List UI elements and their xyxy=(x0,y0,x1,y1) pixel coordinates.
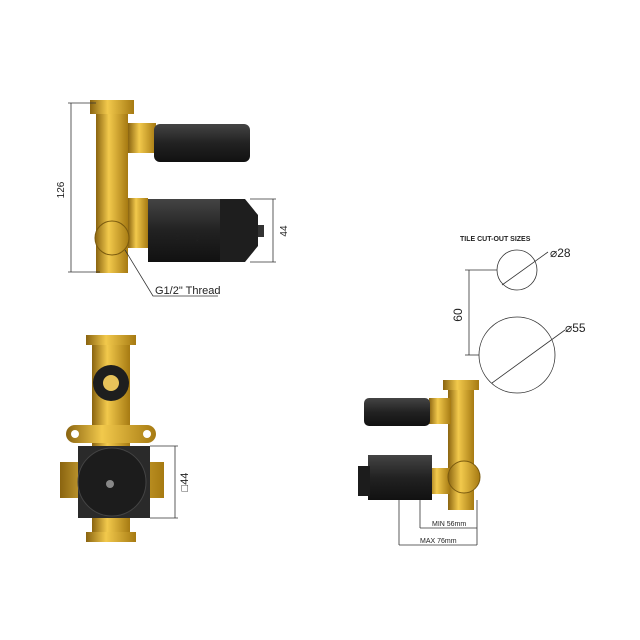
height-dimension: 126 xyxy=(56,181,67,198)
side-view: MIN MAX 126 44 G1/2" Thread xyxy=(56,100,290,297)
min-label: MIN xyxy=(175,233,180,240)
tile-cutout-title: TILE CUT-OUT SIZES xyxy=(460,236,531,243)
thread-label: G1/2" Thread xyxy=(155,285,220,297)
spacing-dimension: 60 xyxy=(451,308,465,322)
install-view: MIN 56mm MAX 76mm xyxy=(358,380,481,546)
front-view: □44 xyxy=(60,335,191,542)
lever-handle xyxy=(154,124,250,162)
small-diameter: ⌀28 xyxy=(550,246,571,260)
install-handle xyxy=(364,398,430,426)
max-label: MAX xyxy=(195,233,200,242)
cartridge-sleeve xyxy=(148,199,220,262)
install-cartridge xyxy=(368,455,432,500)
max-depth: MAX 76mm xyxy=(420,538,457,545)
min-depth: MIN 56mm xyxy=(432,521,466,528)
large-cutout-circle xyxy=(478,316,556,394)
cartridge-cap xyxy=(220,199,258,262)
mounting-bracket xyxy=(66,425,156,443)
tile-cutout: TILE CUT-OUT SIZES ⌀28 ⌀55 60 xyxy=(451,236,586,394)
side-outlet xyxy=(94,220,130,256)
handle-boss xyxy=(128,123,156,153)
top-inlet xyxy=(90,100,134,114)
large-diameter: ⌀55 xyxy=(565,321,586,335)
square-dimension: □44 xyxy=(179,473,191,492)
body-dimension: 44 xyxy=(279,225,290,237)
cartridge-seat xyxy=(128,198,148,248)
